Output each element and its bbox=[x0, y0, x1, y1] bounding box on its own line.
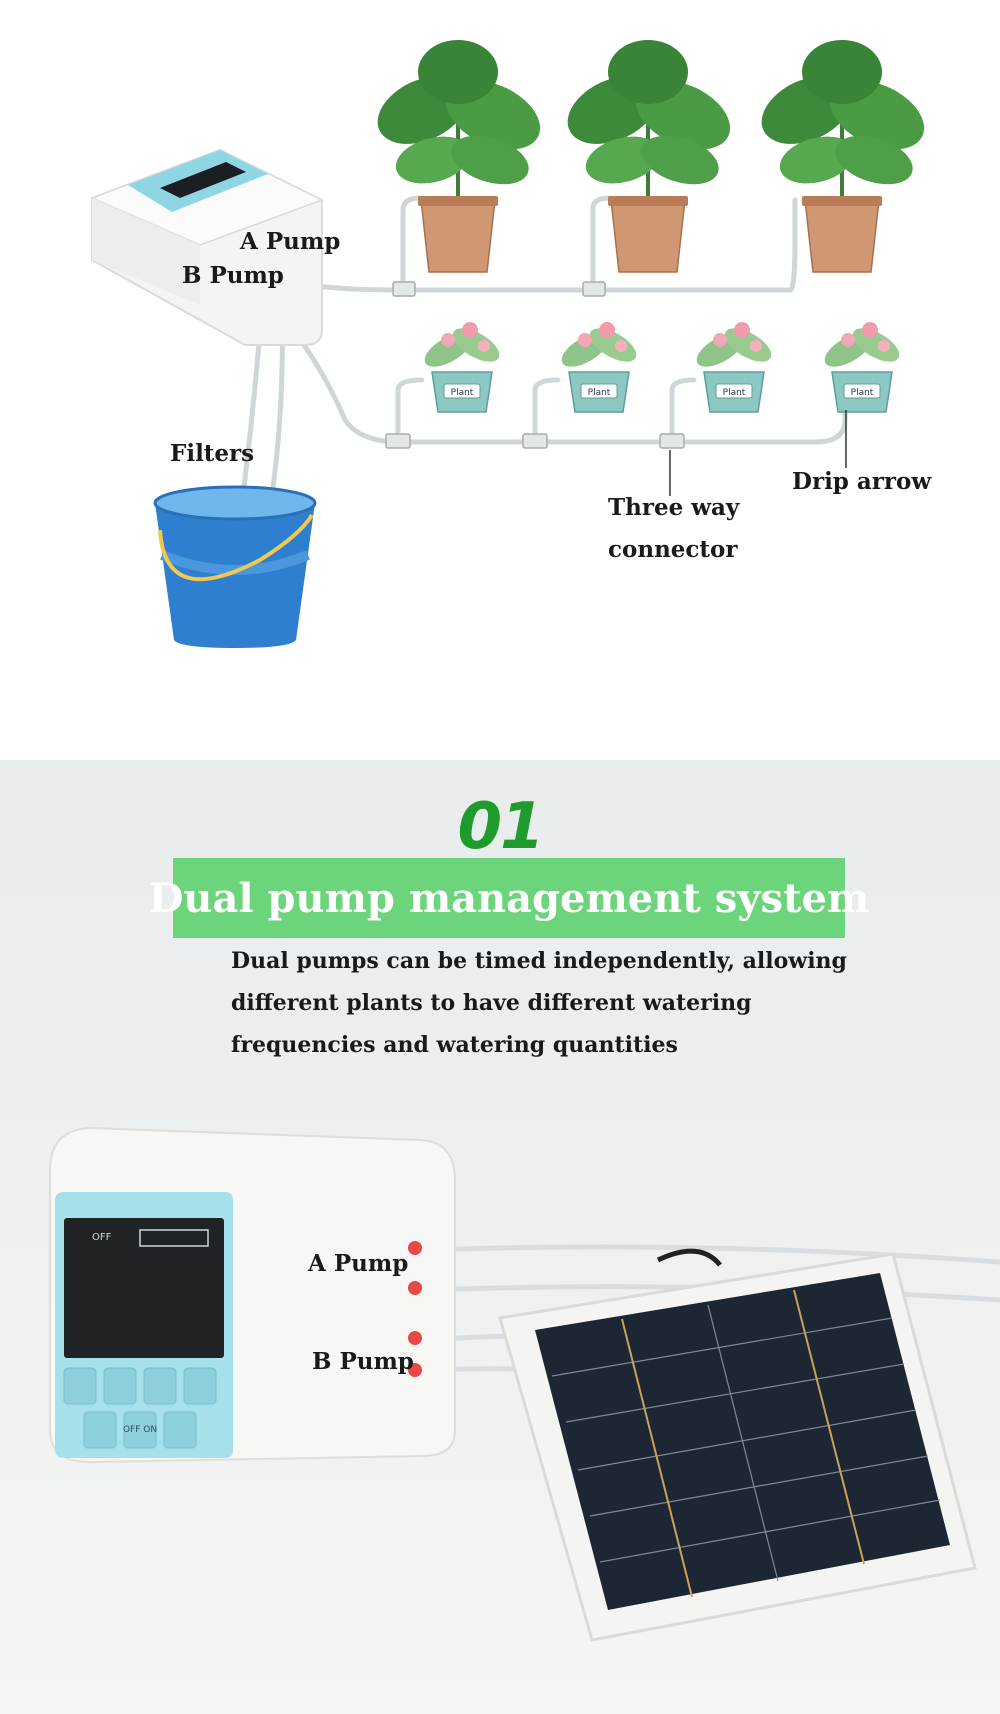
product-a-pump-label: A Pump bbox=[308, 1250, 409, 1277]
small-plant-4: Plant bbox=[824, 322, 900, 413]
small-plant-2: Plant bbox=[561, 322, 637, 413]
pot-tag: Plant bbox=[723, 388, 746, 398]
three-way-connectors bbox=[385, 281, 685, 449]
b-pump-label: B Pump bbox=[182, 262, 284, 289]
drip-tube-small-3 bbox=[669, 377, 697, 445]
small-plant-1: Plant bbox=[424, 322, 500, 413]
drip-tube-small-2 bbox=[532, 377, 561, 445]
pot-tag: Plant bbox=[588, 388, 611, 398]
pot-tag: Plant bbox=[451, 388, 474, 398]
big-plant-3 bbox=[761, 40, 925, 273]
small-plants: Plant Plant Plant bbox=[424, 322, 900, 413]
three-way-label: Three way bbox=[608, 494, 740, 521]
feature-description: Dual pumps can be timed independently, a… bbox=[231, 948, 847, 1058]
irrigation-diagram-illustration: Plant Plant Plant bbox=[90, 40, 925, 648]
a-pump-label: A Pump bbox=[240, 228, 341, 255]
drip-tube-small-1 bbox=[395, 377, 425, 445]
small-plant-3: Plant bbox=[696, 322, 772, 413]
drip-tube-big-1 bbox=[400, 195, 423, 293]
connector-label: connector bbox=[608, 536, 738, 563]
a-pump-tube bbox=[282, 197, 798, 293]
filters-label: Filters bbox=[170, 440, 255, 467]
big-plant-2 bbox=[567, 40, 731, 273]
feature-title-banner: Dual pump management system bbox=[149, 858, 869, 938]
pot-tag: Plant bbox=[851, 388, 874, 398]
big-plants bbox=[377, 40, 925, 273]
drip-arrow-label: Drip arrow bbox=[792, 468, 932, 495]
controller-device bbox=[90, 148, 324, 346]
callout-lines bbox=[669, 410, 847, 496]
controller-display bbox=[160, 162, 246, 198]
big-plant-1 bbox=[377, 40, 541, 273]
b-pump-tube bbox=[267, 297, 848, 445]
drip-tube-big-2 bbox=[590, 195, 613, 293]
product-b-pump-label: B Pump bbox=[312, 1348, 414, 1375]
step-number: 01 bbox=[457, 790, 544, 864]
water-bucket bbox=[153, 485, 317, 648]
feature-title: Dual pump management system bbox=[148, 874, 870, 922]
